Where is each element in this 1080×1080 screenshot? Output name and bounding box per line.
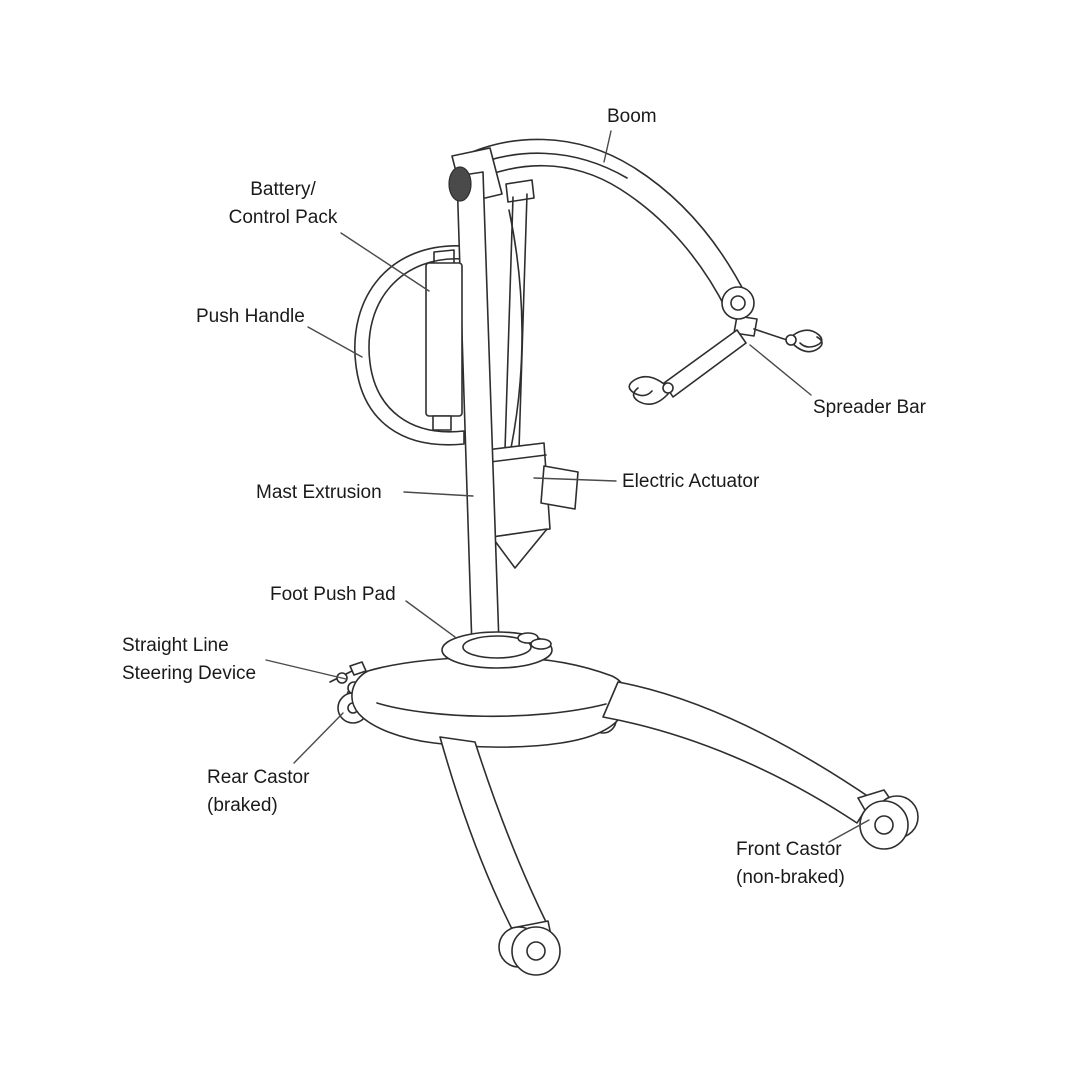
- leader-lines: [265, 130, 870, 843]
- leader-foot-push-pad: [405, 600, 456, 638]
- leader-mast-extrusion: [403, 491, 474, 497]
- label-battery-control-pack: Battery/ Control Pack: [228, 179, 338, 228]
- label-spreader-bar: Spreader Bar: [813, 397, 927, 418]
- leader-electric-actuator: [533, 477, 617, 482]
- spreader-bar-drawing: [628, 304, 823, 406]
- straight-line-steering-device-drawing: [329, 661, 367, 684]
- label-rear-castor: Rear Castor (braked): [207, 767, 310, 816]
- boom-drawing: [451, 138, 749, 312]
- label-straight-line-steering-device: Straight Line Steering Device: [122, 635, 257, 684]
- label-electric-actuator: Electric Actuator: [622, 471, 760, 492]
- battery-control-pack-drawing: [425, 249, 463, 431]
- chassis-drawing: [351, 656, 628, 748]
- legs-drawing: [439, 681, 873, 932]
- label-front-castor: Front Castor (non-braked): [736, 839, 845, 888]
- front-castor-drawing: [857, 789, 919, 850]
- leader-battery-control-pack: [340, 232, 430, 292]
- push-handle-drawing: [354, 245, 465, 446]
- boom-end-pivot-drawing: [721, 286, 755, 320]
- electric-actuator-drawing: [485, 179, 579, 569]
- front-castor-bottom-drawing: [498, 920, 561, 976]
- leader-spreader-bar: [749, 344, 812, 396]
- label-boom: Boom: [607, 106, 657, 127]
- label-push-handle: Push Handle: [196, 306, 305, 327]
- label-foot-push-pad: Foot Push Pad: [270, 584, 396, 605]
- leader-front-castor: [828, 819, 870, 843]
- leader-steering-device: [265, 659, 347, 680]
- leader-boom: [603, 130, 612, 163]
- leader-rear-castor: [293, 712, 344, 764]
- label-mast-extrusion: Mast Extrusion: [256, 482, 382, 503]
- leader-push-handle: [307, 326, 363, 358]
- foot-push-pad-drawing: [441, 631, 553, 669]
